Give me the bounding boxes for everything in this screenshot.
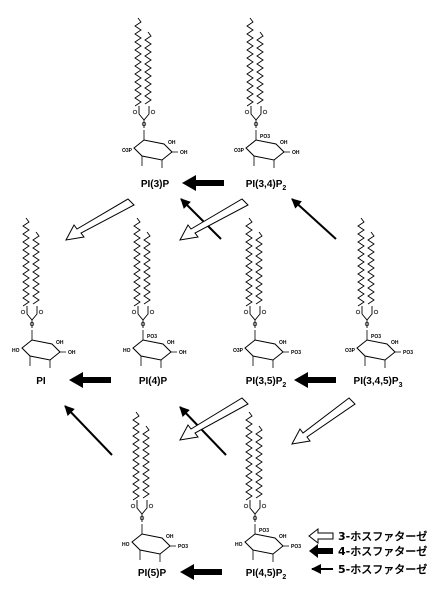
atom-oh: OH <box>280 140 288 146</box>
atom-po3: PO3 <box>291 350 301 356</box>
label-pi345p3: PI(3,4,5)P3 <box>354 376 403 389</box>
atom-ho: HO <box>122 542 130 548</box>
molecule-pi: HO OH OH <box>12 217 76 368</box>
atom-oh: OH <box>180 150 188 156</box>
label-pi45p2: PI(4,5)P2 <box>246 568 287 581</box>
atom-po3: PO3 <box>259 528 269 534</box>
arrow-thin-pi345p3-to-pi34p2 <box>291 198 337 240</box>
legend-item-thin: 5-ホスファターゼ <box>311 562 427 576</box>
legend-item-thick: 4-ホスファターゼ <box>309 544 427 558</box>
legend: 3-ホスファターゼ 4-ホスファターゼ 5-ホスファターゼ <box>308 527 427 576</box>
arrow-thin-pi4p-from-pi35p2-to-pi3p <box>180 198 222 240</box>
atom-oh: OH <box>279 340 287 346</box>
label-pi34p2: PI(3,4)P2 <box>246 179 287 192</box>
legend-thick-arrow-icon <box>309 544 333 558</box>
label-pi4p: PI(4)P <box>139 376 168 387</box>
label-pi35p2: PI(3,5)P2 <box>246 376 287 389</box>
arrow-thick-pi34p2-to-pi3p <box>182 175 224 191</box>
atom-oh: OH <box>167 340 175 346</box>
atom-o3p: O3P <box>234 148 245 154</box>
atom-po3: PO3 <box>178 544 188 550</box>
atom-oh: OH <box>391 340 399 346</box>
arrow-open-pi34p2-to-pi4p <box>179 198 249 241</box>
atom-ho: HO <box>12 348 20 354</box>
atom-oh: OH <box>56 340 64 346</box>
legend-label-4-phosphatase: 4-ホスファターゼ <box>338 544 427 558</box>
atom-po3: PO3 <box>291 544 301 550</box>
atom-po3: PO3 <box>260 134 270 140</box>
thick-arrows <box>69 175 336 580</box>
atom-oh: OH <box>292 150 300 156</box>
label-pi5p: PI(5)P <box>138 568 167 579</box>
label-pi: PI <box>36 376 46 387</box>
arrow-thick-pi345p3-to-pi35p2 <box>294 372 336 388</box>
atom-po3: PO3 <box>147 334 157 340</box>
atom-po3: PO3 <box>403 350 413 356</box>
compound-labels: PI(3)P PI(3,4)P2 PI PI(4)P PI(3,5)P2 PI(… <box>36 179 402 581</box>
atom-ho: HO <box>123 348 131 354</box>
arrow-thin-pi45p2-to-pi4p <box>179 406 227 456</box>
arrow-open-pi345p3-to-pi45p2 <box>291 397 356 445</box>
thin-arrows <box>64 198 337 456</box>
legend-label-5-phosphatase: 5-ホスファターゼ <box>338 562 427 576</box>
atom-o3p: O3P <box>233 348 244 354</box>
atom-oh: OH <box>168 140 176 146</box>
atom-po3: PO3 <box>371 334 381 340</box>
molecule-pi5p: HO OH PO3 <box>122 411 188 562</box>
arrow-thick-pi45p2-to-pi5p <box>180 564 222 580</box>
atom-oh: OH <box>166 534 174 540</box>
open-arrows <box>65 198 356 445</box>
atom-oh: OH <box>179 350 187 356</box>
molecule-pi3p: O3P OH OH <box>122 17 188 168</box>
legend-open-arrow-icon <box>308 527 334 545</box>
legend-item-open: 3-ホスファターゼ <box>308 527 427 545</box>
atom-o3p: O3P <box>122 148 133 154</box>
molecule-pi35p2: O3P OH PO3 <box>233 217 301 368</box>
atom-o3p: O3P <box>345 348 356 354</box>
arrow-open-pi3p-to-pi <box>65 198 135 241</box>
arrow-thin-pi5p-to-pi <box>64 405 113 456</box>
arrow-open-pi35p2-to-pi5p <box>179 397 249 441</box>
atom-ho: HO <box>235 542 243 548</box>
legend-label-3-phosphatase: 3-ホスファターゼ <box>338 529 427 543</box>
atom-oh: OH <box>279 534 287 540</box>
arrow-thick-pi4p-to-pi <box>69 372 111 388</box>
atom-oh: OH <box>68 350 76 356</box>
label-pi3p: PI(3)P <box>141 179 170 190</box>
